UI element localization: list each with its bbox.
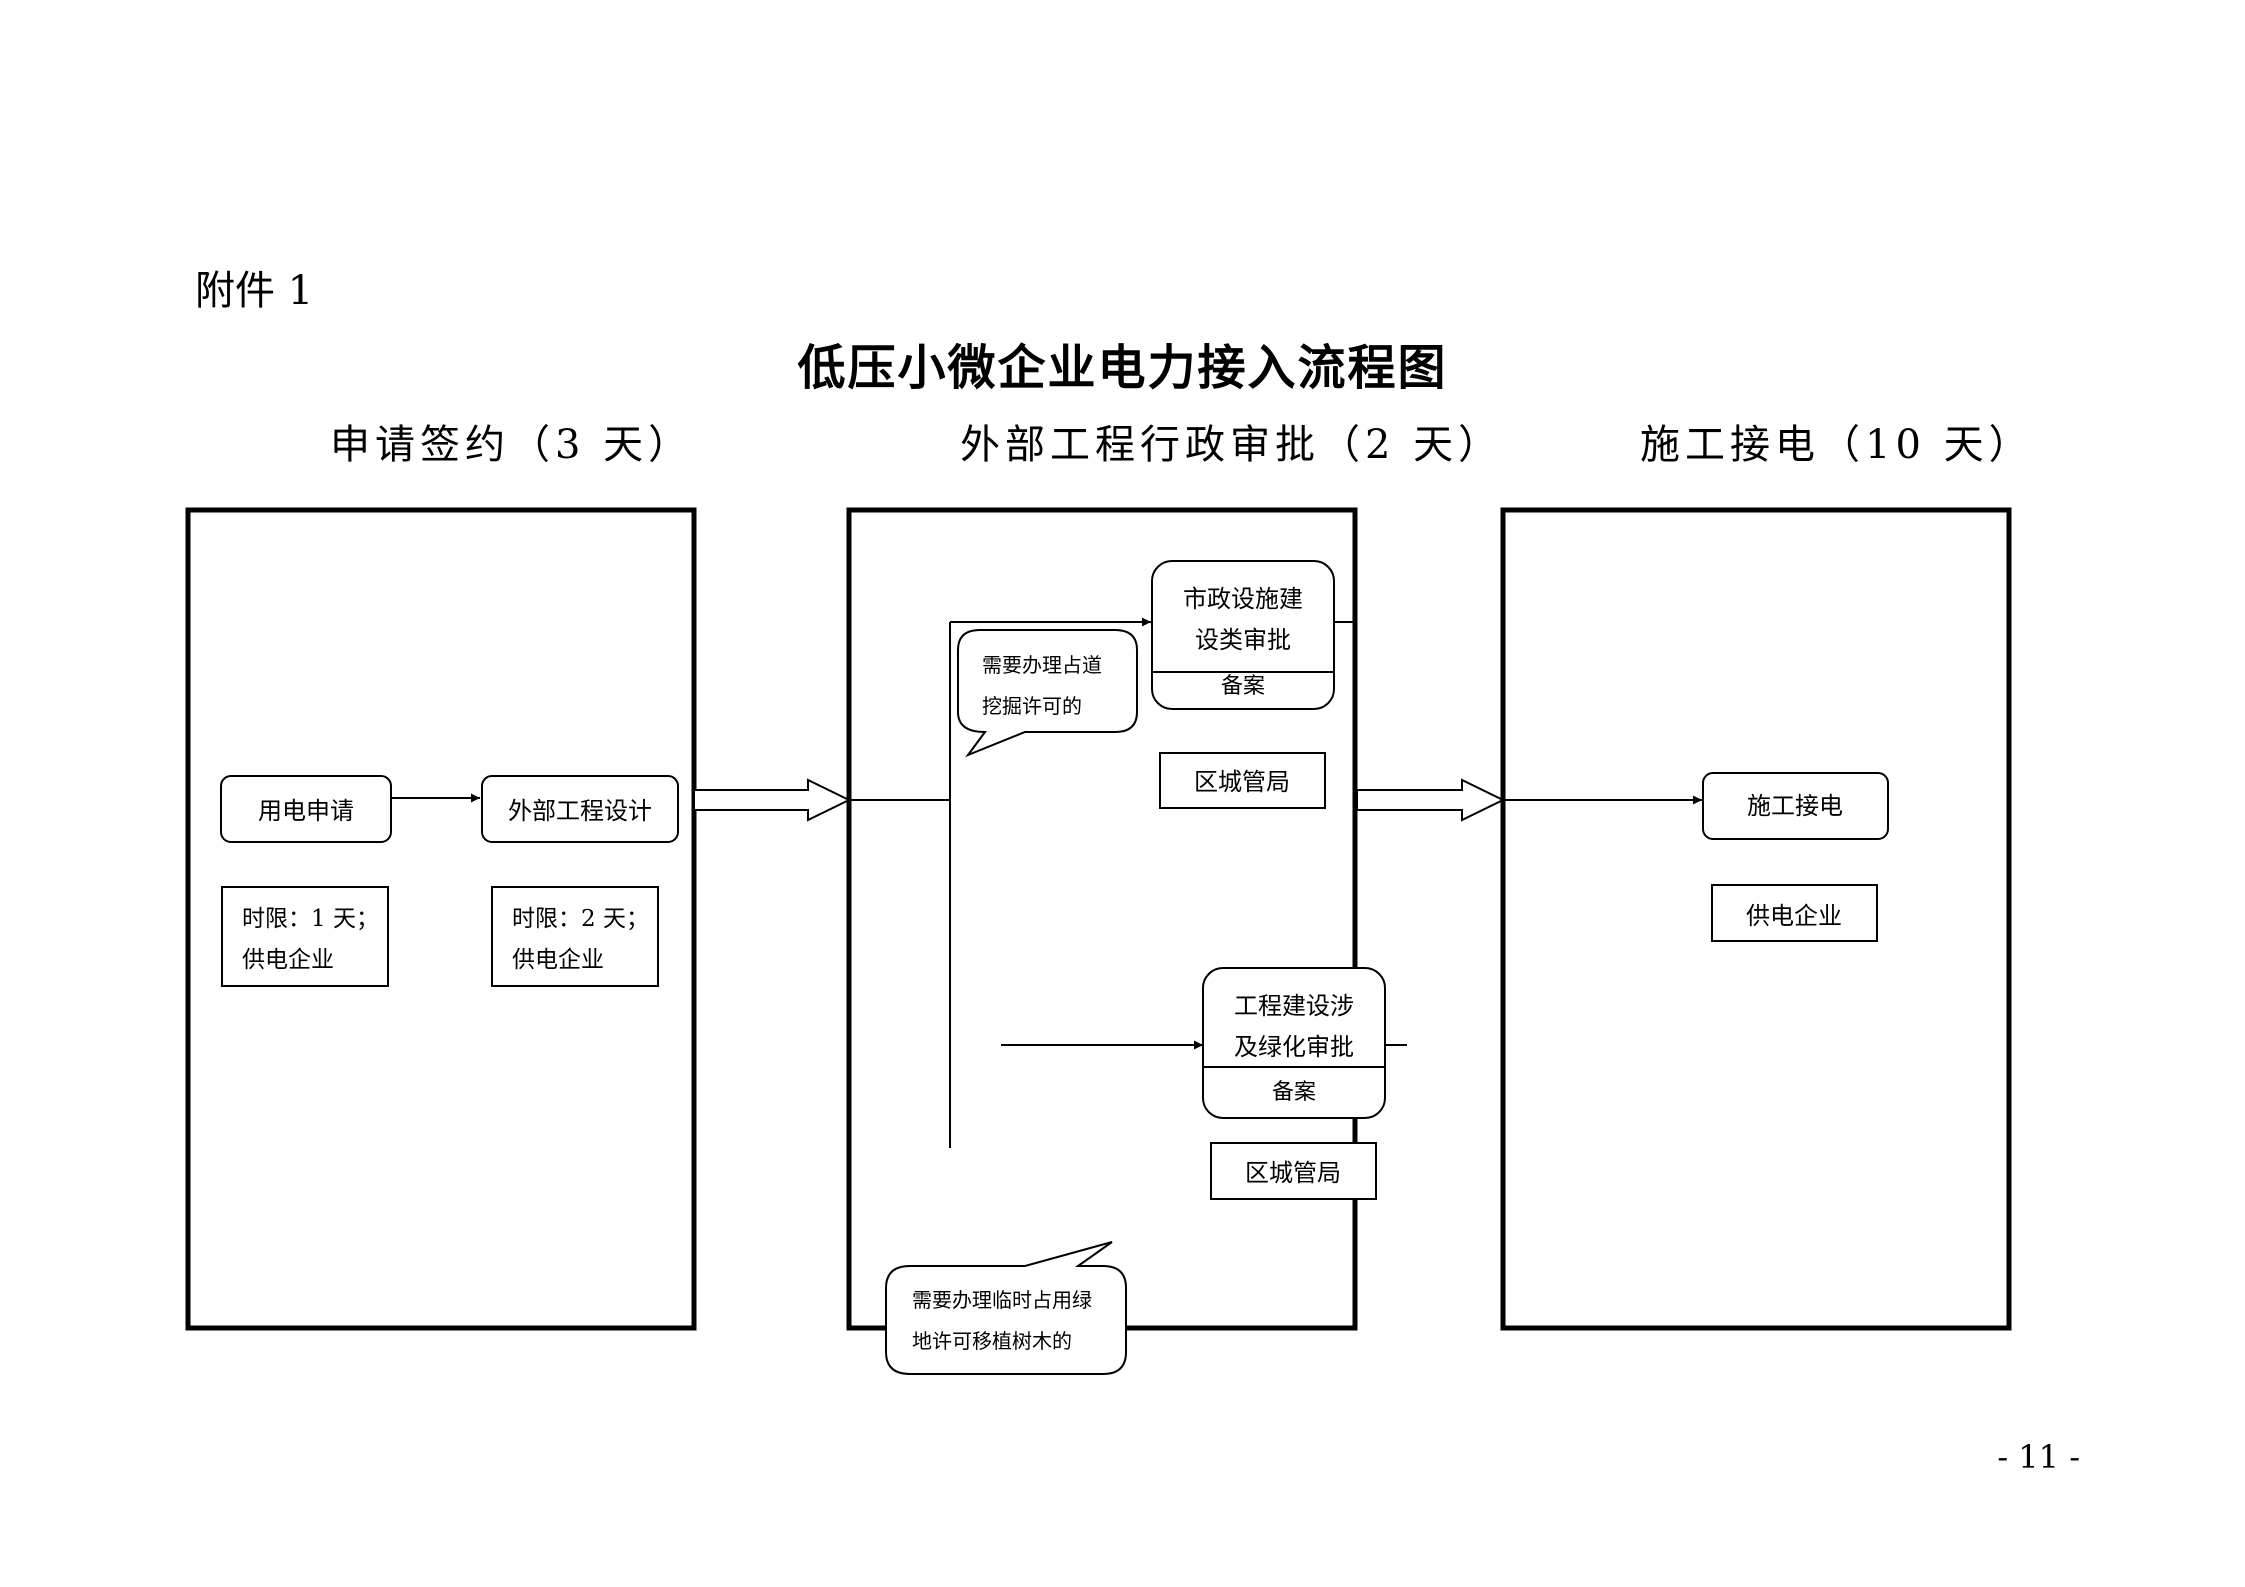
attachment-label: 附件 1 [195,268,314,314]
connect-agency: 供电企业 [1746,902,1842,930]
design-note-box [491,886,659,987]
phase-3-label: 施工接电（10 天） [1640,422,2034,468]
phase-1-label: 申请签约（3 天） [330,422,694,468]
design-time-limit: 时限：2 天； [512,906,649,932]
design-agency: 供电企业 [512,947,604,973]
apply-step [220,775,392,843]
greening-approval-step [1202,967,1386,1119]
phase1-to-phase2-arrow [693,778,852,822]
apply-note-box [221,886,389,987]
apply-step-label: 用电申请 [258,797,354,825]
connect-step-label: 施工接电 [1747,792,1843,820]
greening-agency-box [1210,1142,1377,1200]
green-callout-line1: 需要办理临时占用绿 [912,1288,1092,1312]
green-permit-callout [885,1241,1127,1375]
greening-label-line2: 及绿化审批 [1234,1033,1354,1061]
green-callout-line2: 地许可移植树木的 [912,1329,1072,1353]
page-number: - 11 - [1997,1438,2080,1476]
connect-agency-box [1711,884,1878,942]
design-step [481,775,679,843]
municipal-label-line2: 设类审批 [1195,626,1291,654]
apply-time-limit: 时限：1 天； [242,906,379,932]
phase-1-container [185,507,697,1331]
road-callout-line2: 挖掘许可的 [982,694,1082,718]
municipal-footer: 备案 [1221,674,1265,699]
greening-label-line1: 工程建设涉 [1234,992,1354,1020]
municipal-agency: 区城管局 [1194,768,1290,796]
road-callout-line1: 需要办理占道 [982,653,1102,677]
municipal-agency-box [1159,752,1326,809]
greening-agency: 区城管局 [1245,1159,1341,1187]
connect-step [1702,772,1889,840]
phase2-to-phase3-arrow [1356,778,1506,822]
municipal-label-line1: 市政设施建 [1183,585,1303,613]
apply-agency: 供电企业 [242,947,334,973]
phase-2-label: 外部工程行政审批（2 天） [960,422,1504,468]
phase-3-container [1500,507,2012,1331]
page-title: 低压小微企业电力接入流程图 [797,340,1448,396]
road-permit-callout [957,629,1138,758]
greening-footer: 备案 [1272,1080,1316,1105]
design-step-label: 外部工程设计 [508,797,652,825]
